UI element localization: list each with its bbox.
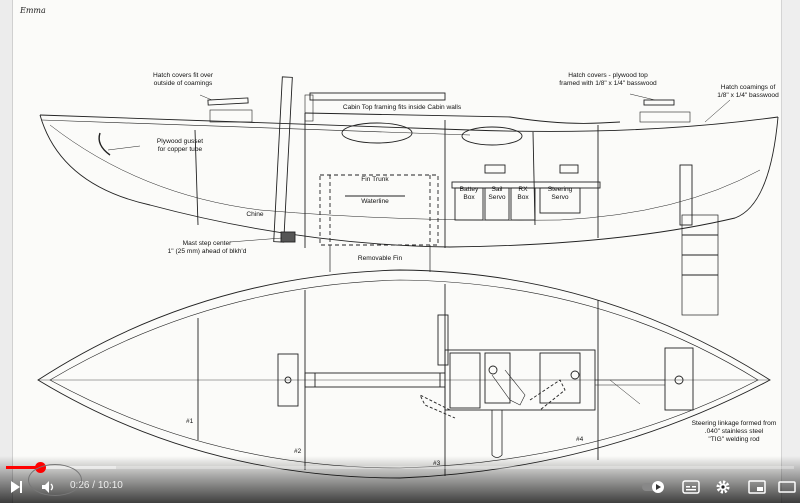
- rx-box-label: RX Box: [517, 186, 529, 201]
- settings-icon: [716, 480, 730, 494]
- gusset-note: Plywood gusset for copper tube: [156, 138, 204, 153]
- hatch-covers-note: Hatch covers fit over outside of coaming…: [152, 72, 214, 87]
- play-button[interactable]: [6, 476, 26, 498]
- cabin-top-note: Cabin Top framing fits inside Cabin wall…: [342, 104, 462, 111]
- scan-edge-left: [0, 0, 13, 503]
- progress-bar[interactable]: [6, 462, 794, 473]
- time-separator: /: [92, 480, 96, 491]
- steering-servo-label: Steering Servo: [547, 186, 573, 201]
- scan-edge-right: [781, 0, 800, 503]
- subtitles-icon: [682, 480, 700, 494]
- player-controls: 0:26 / 10:10: [0, 456, 800, 503]
- miniplayer-button[interactable]: [746, 476, 768, 498]
- sail-servo-label: Sail Servo: [488, 186, 506, 201]
- settings-button[interactable]: [712, 476, 734, 498]
- autoplay-toggle[interactable]: [640, 476, 668, 498]
- cursor-highlight-ring: [28, 464, 82, 496]
- drawing-title: Emma: [20, 6, 46, 15]
- theater-icon: [778, 481, 796, 493]
- hatch-coamings-note: Hatch coamings of 1/8" x 1/4" basswood: [717, 84, 779, 99]
- bulkhead-2-label: #2: [294, 448, 302, 455]
- hatch-top-note: Hatch covers - plywood top framed with 1…: [559, 72, 657, 87]
- steering-linkage-note: Steering linkage formed from .040" stain…: [691, 420, 777, 443]
- theater-mode-button[interactable]: [776, 476, 798, 498]
- chine-label: Chine: [246, 211, 264, 218]
- bulkhead-4-label: #4: [576, 436, 584, 443]
- removable-fin-label: Removable Fin: [357, 255, 403, 262]
- miniplayer-icon: [748, 480, 766, 494]
- duration: 10:10: [97, 480, 123, 491]
- mast-step-note: Mast step center 1" (25 mm) ahead of blk…: [167, 240, 247, 255]
- waterline-label: Waterline: [361, 198, 389, 205]
- play-icon: [11, 481, 22, 493]
- bulkhead-1-label: #1: [186, 418, 194, 425]
- autoplay-toggle-icon: [642, 481, 664, 493]
- progress-played: [6, 466, 40, 469]
- fin-trunk-label: Fin Trunk: [361, 176, 389, 183]
- battery-box-label: Battey Box: [459, 186, 479, 201]
- subtitles-button[interactable]: [680, 476, 702, 498]
